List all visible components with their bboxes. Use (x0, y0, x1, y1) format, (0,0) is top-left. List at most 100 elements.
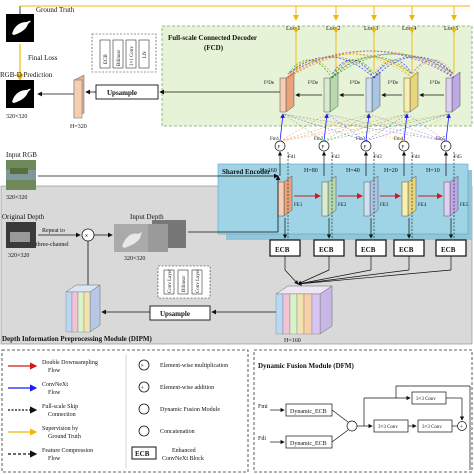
fm-label-2: Fm2 (314, 137, 324, 142)
encoder-block-5 (443, 175, 459, 217)
encoder-block-1 (277, 175, 293, 217)
decoder-feature-label-2: F²De (308, 80, 319, 86)
original-depth-size: 320×320 (8, 253, 29, 259)
legend-ecb-icon (131, 446, 157, 460)
decoder-block-4 (403, 71, 419, 113)
top-stack-layers: ECB Bilinear 1×1 Conv LN (99, 39, 150, 69)
skip-connection (373, 56, 455, 79)
cross-scale-flow (326, 113, 447, 142)
mid-upsample-box (149, 305, 211, 321)
dfm-fm-label: Fmi (258, 404, 268, 410)
legend-label-2-b: Flow (48, 390, 61, 396)
dfm-node-letter: F (278, 146, 281, 151)
encoder-height-1: H=160 (260, 168, 277, 174)
encoder-feature-label-5: FE5 (460, 203, 469, 208)
encoder-feature-label-3: FE3 (380, 203, 389, 208)
dfm-node-letter: F (364, 146, 367, 151)
skip-connection (287, 56, 375, 79)
fcd-title: Full-scale Connected Decoder (168, 34, 257, 42)
final-loss-label: Final Loss (28, 54, 58, 62)
legend-symbol-3 (138, 403, 150, 415)
ecb-label: ECB (275, 246, 290, 254)
legend-label-1-b: Flow (48, 368, 61, 374)
encoder-block-3 (363, 175, 379, 217)
encoder-height-2: H=80 (304, 168, 318, 174)
input-rgb-label: Input RGB (6, 151, 37, 159)
cross-scale-flow (368, 113, 447, 142)
legend-label-right-5: Enhanced (172, 448, 196, 454)
convnext-flow (403, 113, 409, 142)
top-upsample-label: Upsample (107, 89, 137, 97)
svg-text:3×3 Conv: 3×3 Conv (378, 425, 398, 430)
skip-connection (331, 56, 413, 79)
legend-label-5-b: Flow (48, 456, 61, 462)
mid-stack-layers: Conv Layer Bilinear Conv Layer (163, 269, 203, 295)
cross-scale-flow (365, 113, 450, 142)
skip-connection (287, 56, 375, 79)
h160-label: H=160 (284, 338, 301, 344)
ecb-label: ECB (399, 246, 414, 254)
legend-label-3: Full-scale Skip (42, 404, 78, 410)
prediction-size: 320×320 (6, 114, 27, 120)
encoder-feature-label-4: FE4 (418, 203, 427, 208)
skip-connection (373, 59, 413, 79)
svg-text:1×1 Conv: 1×1 Conv (130, 46, 135, 66)
concat-block (275, 285, 333, 335)
skip-connection (331, 59, 375, 79)
input-depth-label: Input Depth (130, 213, 164, 221)
convnext-flow (445, 113, 451, 142)
fm-label-5: Fm5 (436, 137, 446, 142)
input-depth-size: 320×320 (124, 256, 145, 262)
skip-connection (287, 53, 413, 79)
legend-label-right-5-b: ConvNeXt Block (162, 456, 204, 462)
encoder-block-4 (401, 175, 417, 217)
dipm-output-block (65, 284, 101, 333)
cross-scale-flow (279, 113, 408, 142)
fm-label-1: Fm1 (270, 137, 280, 142)
cross-scale-flow (326, 113, 367, 142)
legend-symbol-2 (138, 381, 150, 393)
encoder-feature-label-2: FE2 (338, 203, 347, 208)
legend-label-right-2: Element-wise addition (160, 385, 214, 391)
svg-text:Conv Layer: Conv Layer (196, 269, 201, 293)
decoder-block-2 (323, 71, 339, 113)
svg-text:Conv Layer: Conv Layer (168, 269, 173, 293)
legend-symbol-glyph: × (141, 364, 144, 370)
cross-scale-flow (403, 113, 450, 142)
legend-label-right-3: Dynamic Fusion Module (160, 407, 220, 413)
legend-label-right-4: Concatenation (160, 429, 195, 435)
convnext-flow (279, 113, 285, 142)
loss-label-3: Loss3 (364, 26, 378, 32)
fcd-abbr: (FCD) (204, 44, 224, 52)
dfm-concat-node (346, 420, 358, 432)
ground-truth-label: Ground Truth (36, 6, 75, 14)
svg-text:Dynamic_ECB: Dynamic_ECB (290, 409, 327, 415)
legend-label-right-1: Element-wise multiplication (160, 363, 228, 369)
svg-text:ECB: ECB (104, 54, 109, 64)
legend-label-4: Supervision by (42, 426, 78, 432)
h320-label: H=320 (70, 124, 87, 130)
cross-scale-flow (282, 113, 325, 142)
dfm-node-letter: F (322, 146, 325, 151)
legend-ecb-icon-text: ECB (135, 450, 150, 458)
repeat-label-1: Repeat to (42, 228, 65, 234)
svg-text:×: × (85, 232, 89, 240)
encoder-height-4: H=20 (384, 168, 398, 174)
repeat-label-2: three-channel (36, 242, 69, 248)
legend-box (1, 349, 249, 473)
decoder-block-5 (445, 71, 461, 113)
mid-upsample-label: Upsample (160, 310, 190, 318)
svg-text:3×3 Conv: 3×3 Conv (416, 397, 436, 402)
shared-encoder-label: Shared Encoder (222, 168, 270, 176)
legend-symbol-glyph: + (141, 386, 145, 392)
decoder-feature-label-4: F⁴De (388, 80, 399, 86)
rgbd-prediction-label: RGB-D Prediction (0, 71, 53, 79)
skip-connection (373, 59, 413, 79)
legend-label-3-b: Connection (48, 412, 76, 418)
ground-truth-bird (12, 20, 31, 35)
legend-label-2: ConvNeXt (42, 382, 68, 388)
svg-text:Bilinear: Bilinear (182, 276, 187, 292)
dfm-add-node (457, 421, 467, 431)
loss-label-4: Loss4 (402, 26, 416, 32)
